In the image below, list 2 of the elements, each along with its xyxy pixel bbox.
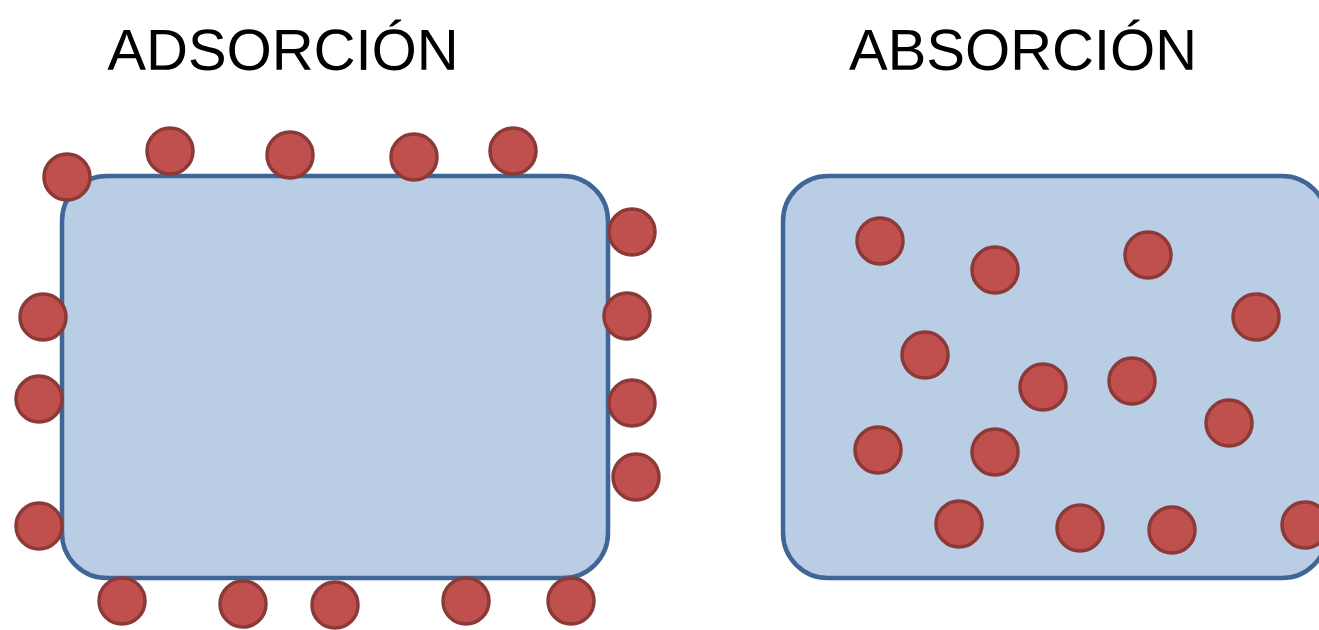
heading: ADSORCIÓN <box>107 19 454 71</box>
heading: ABSORCIÓN <box>849 19 1193 71</box>
